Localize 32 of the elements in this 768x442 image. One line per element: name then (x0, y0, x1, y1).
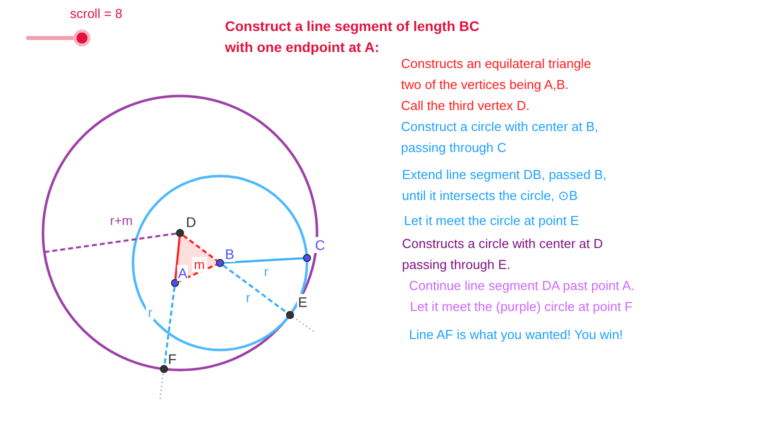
edge-label: m (192, 257, 207, 272)
edge-label: r (146, 305, 154, 320)
point (303, 254, 311, 262)
point-label: D (185, 214, 198, 230)
line-segment (164, 286, 176, 366)
title: Construct a line segment of length BC with one endpoint at A: (225, 17, 480, 57)
line-segment (44, 232, 176, 253)
point-label: E (297, 294, 308, 310)
point-label: F (167, 351, 178, 367)
instruction-text: Extend line segment DB, passed B, until it intersects the circle, ⊙B (402, 166, 608, 205)
instruction-text: Let it meet the circle at point E (404, 212, 580, 230)
point (160, 365, 168, 373)
instruction-text: Constructs a circle with center at D passing through E. (402, 235, 604, 274)
instruction-text: Call the third vertex D. (401, 97, 531, 115)
point (216, 259, 224, 267)
instruction-text: Construct a circle with center at B, passing through C (401, 118, 600, 157)
line-segment (224, 257, 304, 264)
line-segment (182, 234, 218, 262)
point (286, 311, 294, 319)
instruction-text: Line AF is what you wanted! You win! (409, 326, 624, 344)
point-label: A (177, 265, 188, 281)
instruction-text: Constructs an equilateral triangle two of the vertices being A,B. (401, 55, 592, 94)
line-segment (222, 264, 288, 314)
point-label: C (314, 237, 326, 253)
point-label: B (224, 246, 236, 262)
instruction-text: Let it meet the (purple) circle at point F (410, 298, 634, 316)
line-segment (174, 236, 181, 280)
line-segment (178, 264, 217, 282)
slider-label: scroll = 8 (70, 5, 124, 23)
instruction-text: Continue line segment DA past point A. (409, 277, 636, 295)
point (171, 279, 179, 287)
point (176, 229, 184, 237)
